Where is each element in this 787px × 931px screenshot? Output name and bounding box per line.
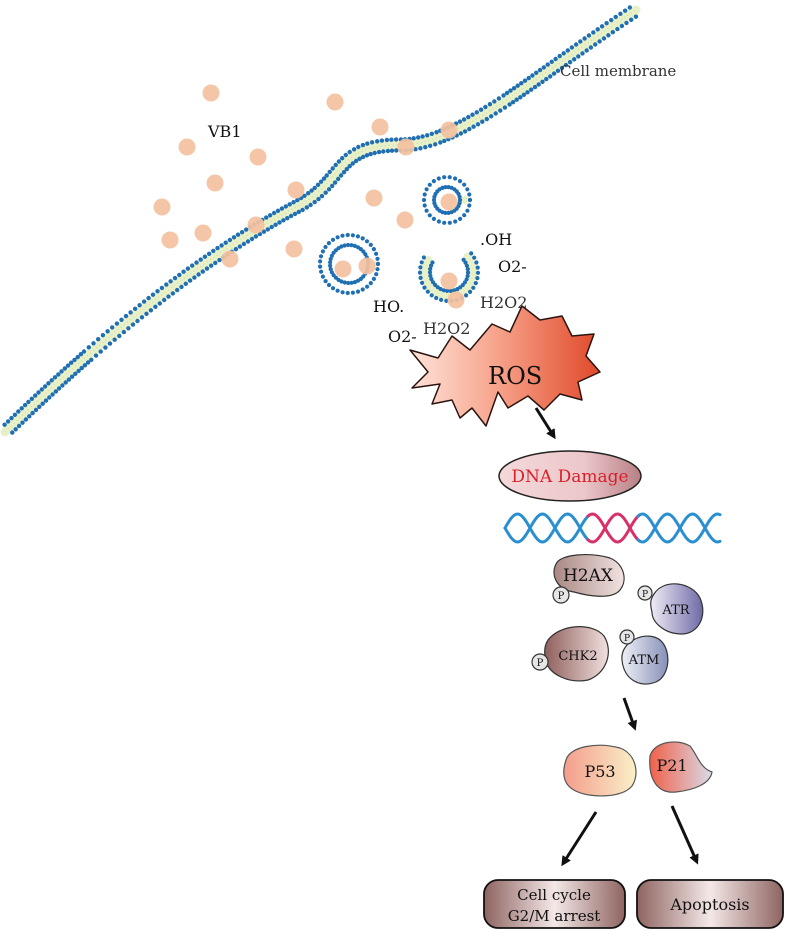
ros-burst [409,305,601,427]
h2o2-label-left: H2O2 [423,319,470,338]
p21-label: P21 [656,756,687,775]
dna-damage-ellipse [498,450,642,502]
cell-membrane-label: Cell membrane [560,62,676,80]
atr-label: ATR [661,603,690,618]
cell-membrane [0,5,641,437]
atm-phospho-label: P [624,634,630,644]
arrow-ros-to-dna-damage [534,407,556,440]
p21-protein [649,741,713,793]
p53-label: P53 [584,762,615,781]
h2ax-phospho-label: P [558,591,565,602]
vb1-particles [153,84,465,309]
oh-radical-label: .OH [480,230,512,249]
ros-label: ROS [488,362,542,390]
dna-damage-label: DNA Damage [511,467,628,487]
arrow-p53-to-cell-cycle-arrest [561,811,598,867]
h2ax-label: H2AX [563,566,614,586]
h2ax-phospho-icon [552,586,570,604]
chk2-label: CHK2 [558,649,597,664]
atm-label: ATM [628,653,660,668]
apoptosis-label: Apoptosis [669,895,749,914]
superoxide-label-right: O2- [498,257,527,276]
cell-cycle-arrest-label-line2: G2/M arrest [508,907,601,925]
dna-double-helix-icon [503,512,722,544]
vb1-label: VB1 [207,122,242,141]
chk2-phospho-label: P [537,658,544,669]
atr-protein [650,583,704,635]
apoptosis-box [636,879,784,929]
atm-phospho-icon [619,629,635,645]
atr-phospho-icon [637,585,653,601]
superoxide-label-left: O2- [388,327,417,346]
chk2-phospho-icon [531,653,549,671]
ho-radical-label: HO. [373,297,404,316]
arrow-kinases-to-p53-p21 [622,697,638,731]
cell-cycle-arrest-box [483,879,626,929]
arrow-p21-to-apoptosis [670,805,699,865]
p53-protein [563,744,637,797]
atr-phospho-label: P [642,590,648,600]
h2o2-label-right: H2O2 [480,293,527,312]
cell-cycle-arrest-label-line1: Cell cycle [517,886,591,904]
